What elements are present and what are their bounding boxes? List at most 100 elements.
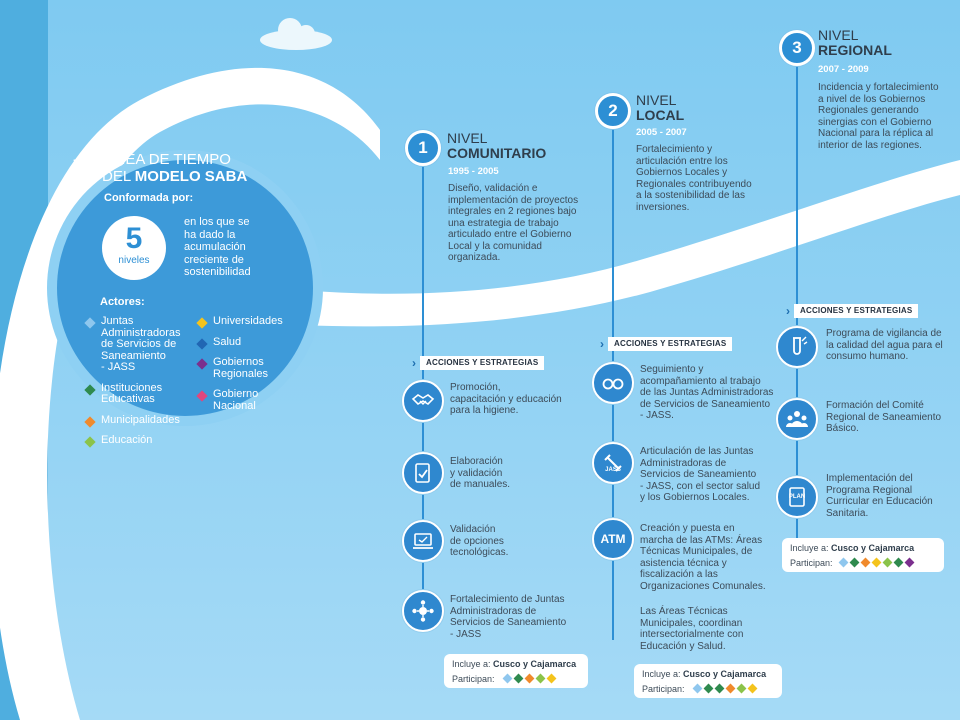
- actor-label: Educación: [101, 434, 153, 447]
- action-text-line: acompañamiento al trabajo: [640, 375, 761, 387]
- cloud-icon: [260, 18, 332, 50]
- participant-diamond-icon: [546, 673, 557, 684]
- action-text-line: Programa de vigilancia de: [826, 328, 942, 339]
- action-text-line: y validación: [450, 467, 503, 479]
- levels-desc-line: creciente de: [184, 253, 244, 266]
- timeline-title-line1: LÍNEA DE TIEMPO: [102, 151, 231, 168]
- extra-note-line: Educación y Salud.: [640, 640, 726, 652]
- participant-diamond-icon: [882, 557, 893, 568]
- action-text-line: y los Gobiernos Locales.: [640, 492, 750, 503]
- level2-title-top: NIVEL: [636, 92, 677, 108]
- atm-icon-label: ATM: [600, 532, 626, 546]
- level1-desc-line: integrales en 2 regiones bajo: [448, 206, 577, 217]
- action-text-line: Creación y puesta en: [640, 523, 735, 534]
- actors-label: Actores:: [100, 296, 145, 308]
- participant-diamond-icon: [535, 673, 546, 684]
- participant-diamond-icon: [703, 683, 714, 694]
- participant-diamond-icon: [893, 557, 904, 568]
- level3-desc-line: Nacional para la réplica al: [818, 128, 934, 139]
- actor-label-line: Gobierno: [213, 388, 259, 400]
- title-arrow: ····›: [72, 151, 96, 167]
- level2-years: 2005 - 2007: [636, 127, 687, 138]
- actor-diamond-icon: [84, 383, 96, 396]
- committee-icon: [776, 398, 818, 440]
- title-bold: MODELO SABA: [134, 168, 248, 185]
- actor-diamond-icon: [196, 337, 208, 350]
- action-text-line: tecnológicas.: [450, 547, 509, 558]
- actor-label-line: Educación: [101, 434, 153, 446]
- participant-diamond-icon: [524, 673, 535, 684]
- level2-badge: 2: [595, 93, 631, 129]
- action-text-line: para la higiene.: [450, 405, 519, 416]
- level2-desc-line: Fortalecimiento y: [636, 144, 713, 155]
- jass-link-icon: JASS: [592, 442, 634, 484]
- participant-diamond-icon: [849, 557, 860, 568]
- jass-icon-label: JASS: [605, 467, 621, 473]
- actor-label-line: Administradoras: [101, 326, 181, 339]
- actor-label-line: Juntas: [101, 315, 134, 327]
- action-text-line: capacitación y educación: [450, 393, 562, 405]
- action-text-line: Fortalecimiento de Juntas: [450, 594, 565, 605]
- level1-includes-row: Incluye a: Cusco y Cajamarca: [452, 659, 577, 669]
- action-text-line: la calidad del agua para el: [826, 339, 943, 351]
- level2-desc-line: a la sostenibilidad de las: [636, 190, 745, 201]
- level3-includes-box: Incluye a: Cusco y Cajamarca Participan:: [782, 538, 944, 572]
- levels-word: niveles: [118, 255, 150, 266]
- level2-actions-label: ACCIONES Y ESTRATEGIAS: [608, 337, 733, 351]
- test-tube-icon: [776, 326, 818, 368]
- actor-label-line: Nacional: [213, 399, 256, 412]
- technology-icon: [402, 520, 444, 562]
- level2-participants-row: Participan:: [642, 684, 685, 694]
- participant-diamond-icon: [513, 673, 524, 684]
- title-subtitle: Conformada por:: [104, 192, 194, 204]
- action-text-line: Articulación de las Juntas: [640, 446, 754, 457]
- action-text-line: - JASS: [450, 628, 482, 640]
- action-text-line: - JASS, con el sector salud: [640, 480, 761, 492]
- level1-desc-line: implementación de proyectos: [448, 194, 579, 206]
- level3-title-top: NIVEL: [818, 27, 859, 43]
- timeline-title-line2: DEL MODELO SABA: [102, 169, 247, 185]
- actor-label: Universidades: [213, 315, 283, 328]
- level1-actions-chevron-icon: ›: [412, 356, 416, 370]
- level1-desc-line: Diseño, validación e: [448, 183, 538, 194]
- action-text-line: Servicios de Saneamiento: [640, 469, 757, 480]
- actor-label-line: Regionales: [213, 367, 269, 380]
- level3-title-bottom: REGIONAL: [818, 42, 892, 58]
- action-text-line: Sanitaria.: [826, 507, 869, 519]
- actor-label-line: - JASS: [101, 361, 136, 373]
- extra-note-line: intersectorialmente con: [640, 629, 744, 640]
- levels-badge: 5 niveles: [102, 216, 166, 280]
- level2-desc-line: inversiones.: [636, 201, 690, 213]
- handshake-icon: [402, 380, 444, 422]
- action-text-line: asistencia técnica y: [640, 557, 727, 569]
- level3-desc-line: sinergias con el Gobierno: [818, 116, 932, 128]
- action-text-line: marcha de las ATMs: Áreas: [640, 534, 763, 546]
- action-text-line: Organizaciones Comunales.: [640, 580, 766, 592]
- network-icon: [402, 590, 444, 632]
- action-text-line: Implementación del: [826, 473, 913, 484]
- levels-number: 5: [125, 222, 143, 255]
- action-text-line: Promoción,: [450, 382, 501, 393]
- level2-includes-row: Incluye a: Cusco y Cajamarca: [642, 669, 767, 679]
- actor-label-line: Universidades: [213, 315, 283, 327]
- participant-diamond-icon: [714, 683, 725, 694]
- level3-participants-row: Participan:: [790, 558, 833, 568]
- binoculars-icon: [592, 362, 634, 404]
